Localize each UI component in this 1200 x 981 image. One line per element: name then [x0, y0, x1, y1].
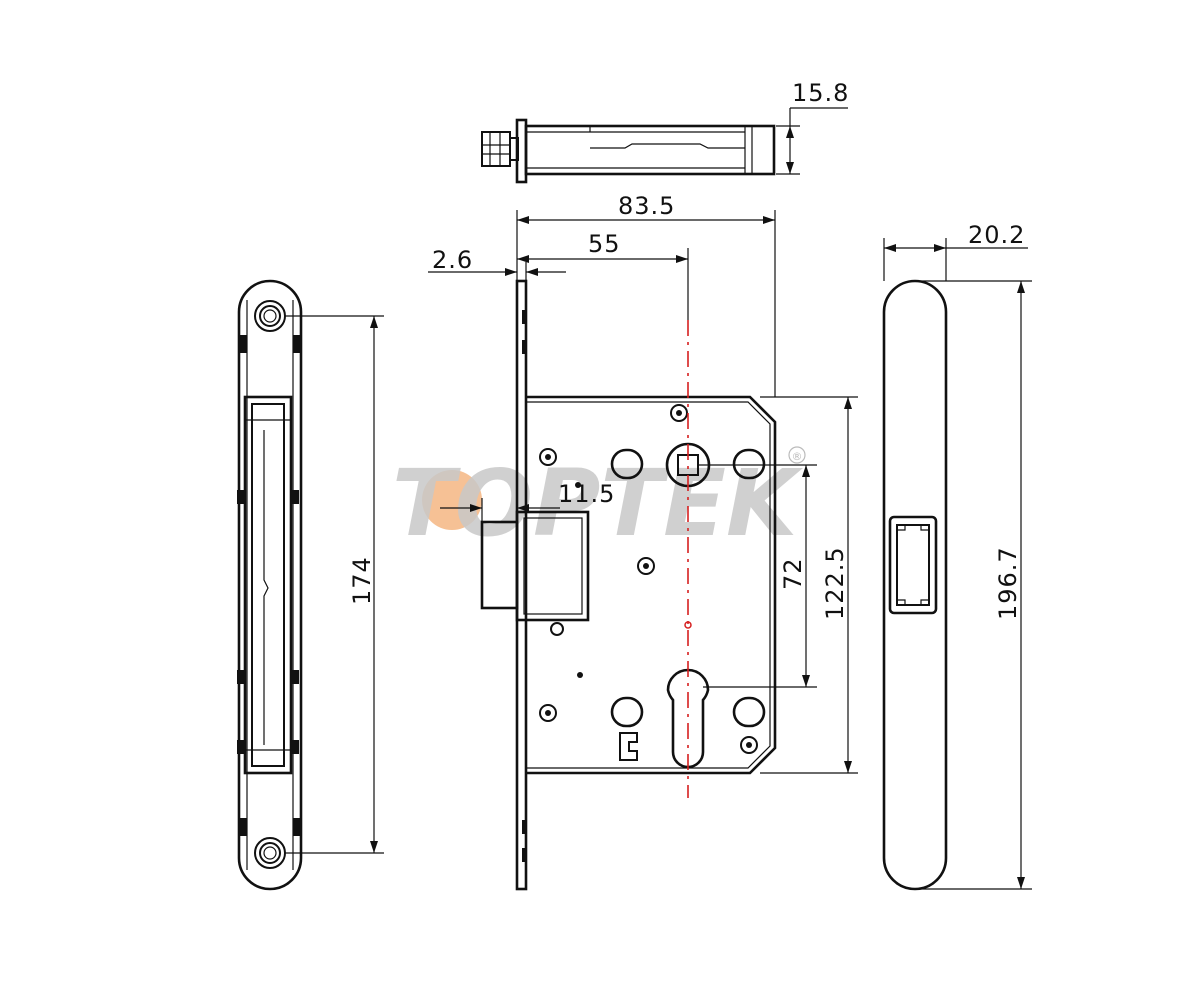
dim-72: 72: [698, 464, 817, 688]
lock-body: [480, 279, 777, 891]
dim-55-label: 55: [588, 230, 621, 258]
dim-83-5-label: 83.5: [618, 192, 675, 220]
dim-174-label: 174: [348, 556, 376, 605]
dim-11-5: 11.5: [440, 480, 615, 522]
dim-196-7-label: 196.7: [994, 546, 1022, 620]
dim-15-8-label: 15.8: [792, 79, 849, 107]
dim-174: 174: [285, 315, 384, 854]
watermark-registered: ®: [792, 450, 803, 463]
dim-83-5: 83.5: [516, 192, 776, 397]
strike-plate: [237, 279, 303, 891]
dim-55: 55: [517, 230, 689, 320]
dim-15-8: 15.8: [776, 79, 849, 175]
dim-11-5-label: 11.5: [558, 480, 615, 508]
dim-2-6: 2.6: [428, 246, 566, 281]
dim-2-6-label: 2.6: [432, 246, 473, 274]
faceplate-front: [882, 279, 948, 891]
dim-72-label: 72: [779, 557, 807, 590]
dim-122-5: 122.5: [760, 396, 858, 774]
dim-196-7: 196.7: [915, 280, 1032, 890]
dim-20-2-label: 20.2: [968, 221, 1025, 249]
top-view: [481, 118, 776, 184]
dim-20-2: 20.2: [883, 221, 1028, 281]
dim-122-5-label: 122.5: [821, 546, 849, 620]
